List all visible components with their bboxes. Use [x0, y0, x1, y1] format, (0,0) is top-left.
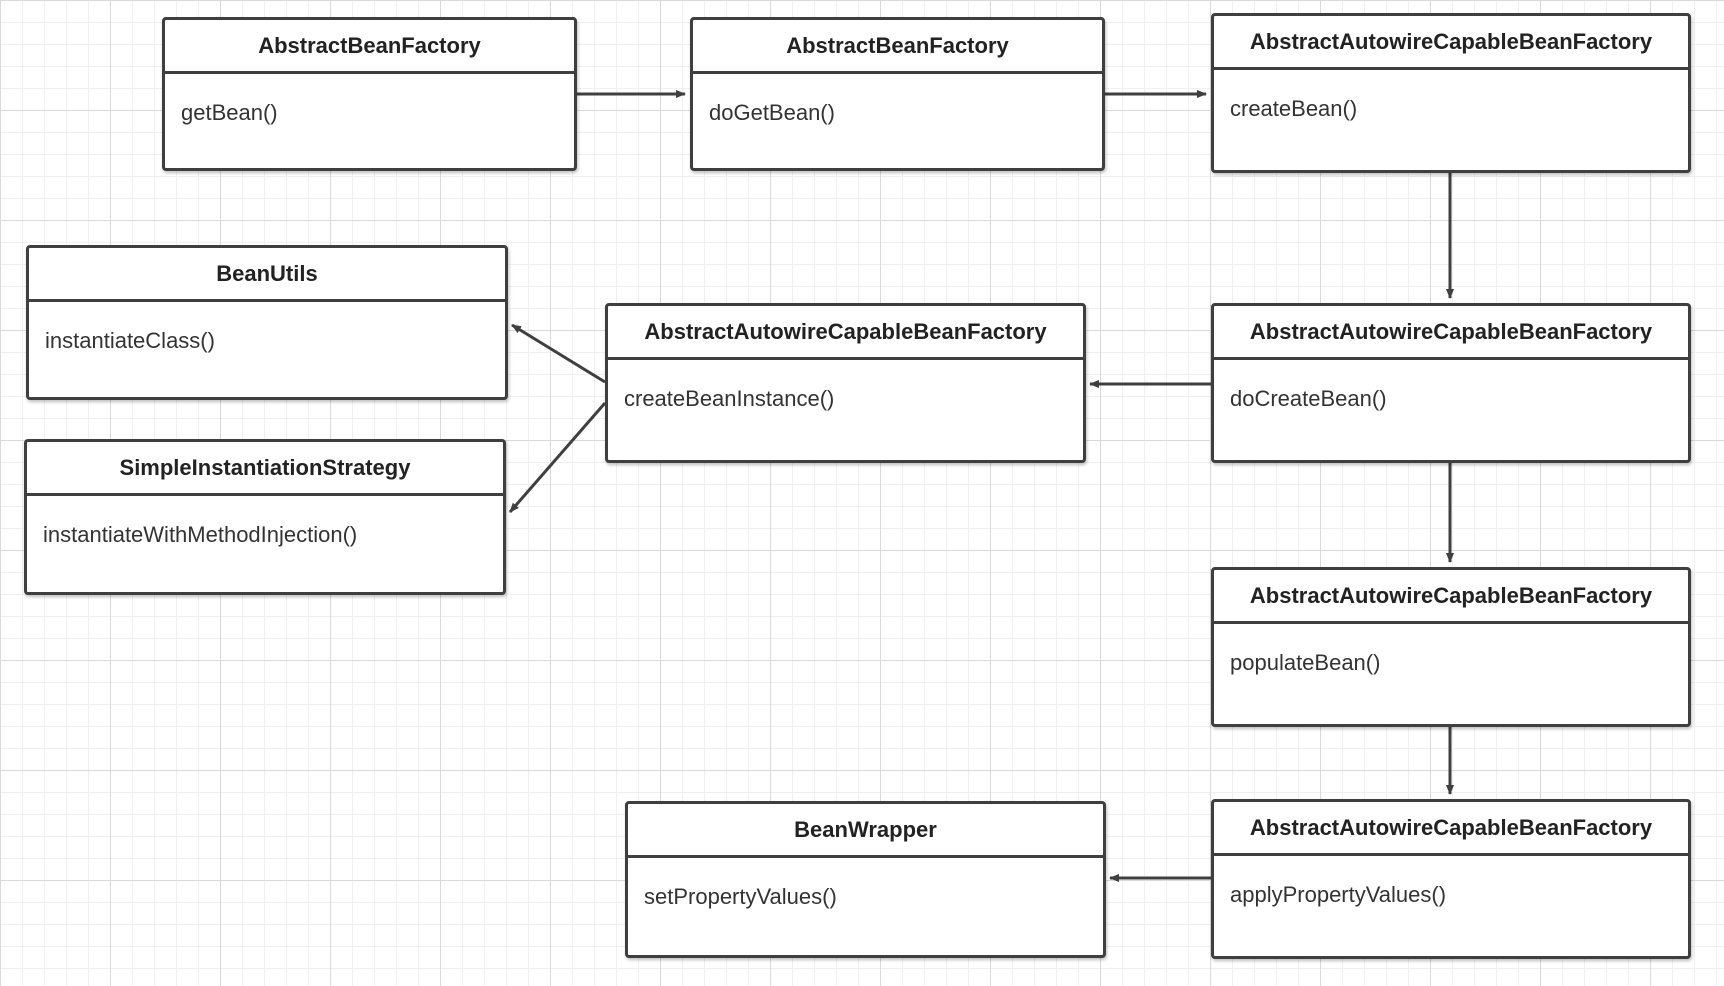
class-box-docreatebean[interactable]: AbstractAutowireCapableBeanFactory doCre… [1211, 303, 1691, 463]
method-name: setPropertyValues() [644, 884, 837, 909]
class-name: SimpleInstantiationStrategy [27, 442, 503, 496]
method-name: instantiateWithMethodInjection() [43, 522, 358, 547]
method-name: doGetBean() [709, 100, 835, 125]
class-name: BeanWrapper [628, 804, 1103, 858]
class-box-simple-instantiation-strategy[interactable]: SimpleInstantiationStrategy instantiateW… [24, 439, 506, 595]
method-name: doCreateBean() [1230, 386, 1387, 411]
arrow-createbeaninstance-to-simpleinstantiation [508, 402, 607, 513]
arrow-createbeaninstance-to-beanutils [511, 323, 606, 384]
method-name: populateBean() [1230, 650, 1381, 675]
class-box-createbeaninstance[interactable]: AbstractAutowireCapableBeanFactory creat… [605, 303, 1086, 463]
method-name: getBean() [181, 100, 278, 125]
class-box-bean-wrapper[interactable]: BeanWrapper setPropertyValues() [625, 801, 1106, 958]
method-name: createBean() [1230, 96, 1358, 121]
class-box-abstract-bean-factory-getbean[interactable]: AbstractBeanFactory getBean() [162, 17, 577, 171]
class-box-bean-utils[interactable]: BeanUtils instantiateClass() [26, 245, 508, 400]
method-name: createBeanInstance() [624, 386, 835, 411]
class-name: AbstractAutowireCapableBeanFactory [1214, 570, 1688, 624]
class-box-applypropertyvalues[interactable]: AbstractAutowireCapableBeanFactory apply… [1211, 799, 1691, 959]
class-name: AbstractAutowireCapableBeanFactory [608, 306, 1083, 360]
class-name: AbstractBeanFactory [693, 20, 1102, 74]
method-name: applyPropertyValues() [1230, 882, 1447, 907]
class-box-abstract-bean-factory-dogetbean[interactable]: AbstractBeanFactory doGetBean() [690, 17, 1105, 171]
class-name: AbstractAutowireCapableBeanFactory [1214, 306, 1688, 360]
class-box-createbean[interactable]: AbstractAutowireCapableBeanFactory creat… [1211, 13, 1691, 173]
class-name: AbstractAutowireCapableBeanFactory [1214, 16, 1688, 70]
method-name: instantiateClass() [45, 328, 215, 353]
class-name: AbstractBeanFactory [165, 20, 574, 74]
class-name: BeanUtils [29, 248, 505, 302]
class-name: AbstractAutowireCapableBeanFactory [1214, 802, 1688, 856]
class-box-populatebean[interactable]: AbstractAutowireCapableBeanFactory popul… [1211, 567, 1691, 727]
